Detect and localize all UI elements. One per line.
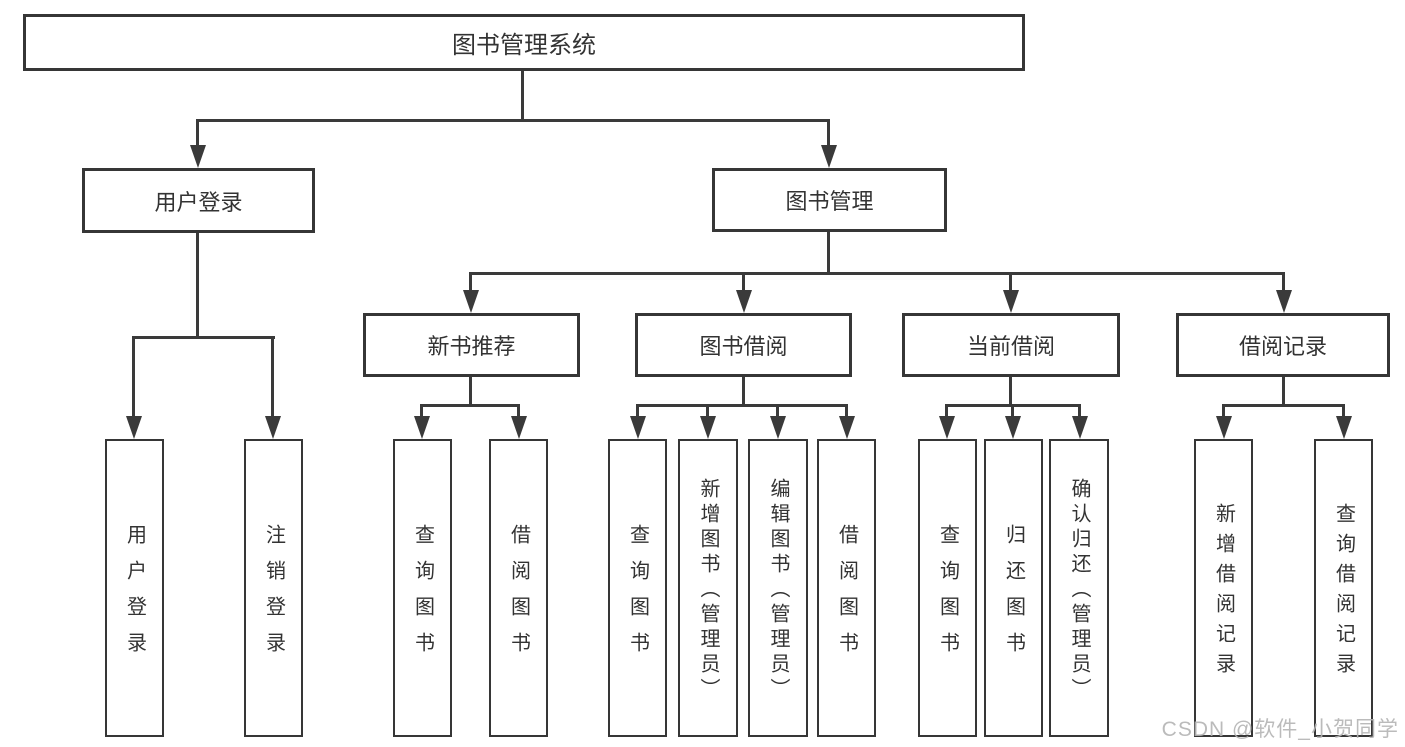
leaf-borrow-books-recommend: 借阅图书 (489, 439, 548, 737)
connector-login-branch (132, 336, 275, 339)
node-book-borrow: 图书借阅 (635, 313, 852, 377)
connector-root-branch (196, 119, 830, 122)
arrow-down-icon (821, 145, 837, 168)
arrow-down-icon (736, 290, 752, 313)
node-book-management: 图书管理 (712, 168, 947, 232)
arrow-down-icon (126, 416, 142, 439)
arrow-down-icon (700, 416, 716, 439)
node-borrow-records: 借阅记录 (1176, 313, 1390, 377)
leaf-query-books-borrow: 查询图书 (608, 439, 667, 737)
connector-records-stem (1282, 377, 1285, 404)
connector-stem (1342, 404, 1345, 420)
connector-root-stem (521, 71, 524, 119)
connector-stem (827, 119, 830, 150)
arrow-down-icon (770, 416, 786, 439)
node-current-borrow: 当前借阅 (902, 313, 1120, 377)
leaf-logout: 注销登录 (244, 439, 303, 737)
connector-stem (636, 404, 639, 420)
connector-records-branch (1222, 404, 1345, 407)
arrow-down-icon (511, 416, 527, 439)
connector-stem (469, 272, 472, 294)
connector-stem (1078, 404, 1081, 420)
leaf-return-books: 归还图书 (984, 439, 1043, 737)
leaf-query-books-current: 查询图书 (918, 439, 977, 737)
connector-stem (1009, 272, 1012, 294)
connector-stem (1282, 272, 1285, 294)
leaf-add-borrow-record: 新增借阅记录 (1194, 439, 1253, 737)
leaf-edit-books-admin: 编辑图书（管理员） (748, 439, 808, 737)
leaf-confirm-return-admin: 确认归还（管理员） (1049, 439, 1109, 737)
connector-current-stem (1009, 377, 1012, 404)
leaf-query-borrow-record: 查询借阅记录 (1314, 439, 1373, 737)
leaf-add-books-admin: 新增图书（管理员） (678, 439, 738, 737)
connector-mgmt-stem (827, 232, 830, 272)
arrow-down-icon (1276, 290, 1292, 313)
connector-mgmt-branch (469, 272, 1285, 275)
connector-stem (196, 119, 199, 150)
arrow-down-icon (630, 416, 646, 439)
connector-stem (742, 272, 745, 294)
arrow-down-icon (1072, 416, 1088, 439)
connector-stem (132, 336, 135, 421)
connector-stem (706, 404, 709, 420)
arrow-down-icon (939, 416, 955, 439)
connector-stem (517, 404, 520, 420)
arrow-down-icon (463, 290, 479, 313)
arrow-down-icon (1216, 416, 1232, 439)
connector-stem (945, 404, 948, 420)
arrow-down-icon (1336, 416, 1352, 439)
node-user-login: 用户登录 (82, 168, 315, 233)
csdn-watermark: CSDN @软件_小贺同学 (1161, 718, 1399, 741)
connector-stem (845, 404, 848, 420)
leaf-user-login: 用户登录 (105, 439, 164, 737)
arrow-down-icon (1005, 416, 1021, 439)
connector-stem (1011, 404, 1014, 420)
connector-borrow-branch (636, 404, 848, 407)
connector-stem (271, 336, 274, 421)
arrow-down-icon (190, 145, 206, 168)
connector-borrow-stem (742, 377, 745, 404)
connector-recommend-branch (420, 404, 520, 407)
node-new-book-recommend: 新书推荐 (363, 313, 580, 377)
arrow-down-icon (839, 416, 855, 439)
connector-stem (776, 404, 779, 420)
connector-login-stem (196, 233, 199, 336)
connector-stem (1222, 404, 1225, 420)
arrow-down-icon (1003, 290, 1019, 313)
node-library-system: 图书管理系统 (23, 14, 1025, 71)
leaf-query-books-recommend: 查询图书 (393, 439, 452, 737)
connector-recommend-stem (469, 377, 472, 404)
connector-stem (420, 404, 423, 420)
arrow-down-icon (265, 416, 281, 439)
leaf-borrow-books: 借阅图书 (817, 439, 876, 737)
arrow-down-icon (414, 416, 430, 439)
